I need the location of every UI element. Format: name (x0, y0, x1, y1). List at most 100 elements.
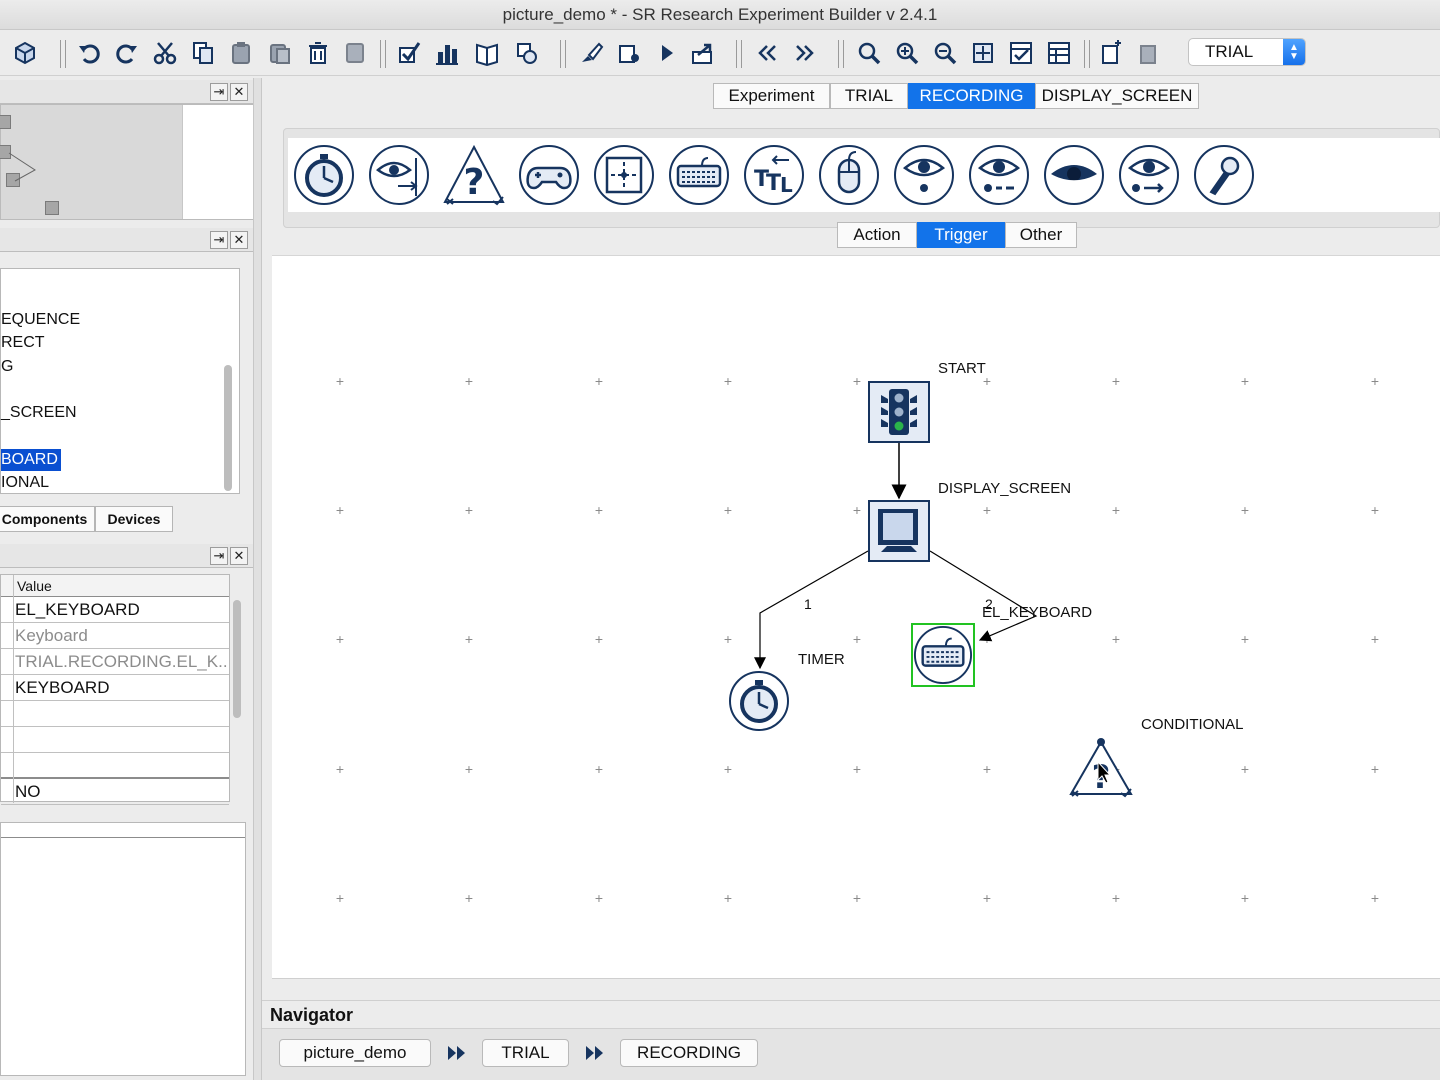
deploy-icon[interactable] (514, 40, 540, 66)
saccade-trigger-icon[interactable] (968, 144, 1030, 206)
node-conditional[interactable]: ? (1069, 736, 1133, 798)
node-timer[interactable] (728, 670, 790, 732)
grid-marker: + (852, 761, 862, 777)
node-start[interactable] (868, 381, 930, 443)
property-value[interactable] (1, 701, 229, 727)
tree-item-selected[interactable]: BOARD (1, 449, 61, 471)
palette-tab-other[interactable]: Other (1005, 222, 1077, 248)
property-value[interactable] (1, 753, 229, 779)
invisible-boundary-icon[interactable] (368, 144, 430, 206)
palette-tab-action[interactable]: Action (837, 222, 917, 248)
property-value[interactable]: EL_KEYBOARD (1, 597, 229, 623)
search-icon[interactable] (856, 40, 882, 66)
keyboard-trigger-icon[interactable] (668, 144, 730, 206)
ttl-grid-icon[interactable] (593, 144, 655, 206)
close-icon[interactable]: ✕ (230, 231, 248, 249)
chevron-updown-icon[interactable]: ▲▼ (1283, 39, 1305, 65)
tree-item[interactable]: EQUENCE (1, 311, 81, 328)
voice-key-icon[interactable] (1193, 144, 1255, 206)
paste-special-icon[interactable] (267, 40, 293, 66)
grid-marker: + (852, 373, 862, 389)
palette-tab-trigger[interactable]: Trigger (917, 222, 1005, 248)
dock-icon[interactable]: ⇥ (210, 231, 228, 249)
grid-marker: + (464, 761, 474, 777)
tree-item[interactable]: IONAL (1, 474, 50, 491)
tab-trial[interactable]: TRIAL (830, 83, 908, 109)
run-icon[interactable] (654, 40, 680, 66)
grid-marker: + (464, 631, 474, 647)
close-icon[interactable]: ✕ (230, 83, 248, 101)
grid-check-icon[interactable] (1008, 40, 1034, 66)
components-tree[interactable]: EQUENCE RECT G _SCREEN BOARD IONAL (0, 268, 240, 494)
eye-blink-icon[interactable] (1043, 144, 1105, 206)
package-icon[interactable] (12, 40, 38, 66)
overview-viewport[interactable] (182, 105, 253, 219)
fit-icon[interactable] (970, 40, 996, 66)
tab-recording[interactable]: RECORDING (908, 83, 1035, 109)
export-icon[interactable] (690, 40, 716, 66)
layout-icon[interactable] (1046, 40, 1072, 66)
breadcrumb-picture-demo[interactable]: picture_demo (279, 1039, 431, 1067)
previous-icon[interactable] (754, 40, 780, 66)
tab-devices[interactable]: Devices (95, 506, 173, 532)
fixation-trigger-icon[interactable] (893, 144, 955, 206)
dock-icon[interactable]: ⇥ (210, 547, 228, 565)
cedrus-gamepad-icon[interactable] (518, 144, 580, 206)
remove-node-icon[interactable] (1136, 40, 1162, 66)
svg-text:?: ? (464, 162, 485, 203)
node-el-keyboard[interactable] (911, 623, 975, 687)
dock-icon[interactable]: ⇥ (210, 83, 228, 101)
build-icon[interactable] (434, 40, 460, 66)
duplicate-icon[interactable] (343, 40, 369, 66)
conditional-trigger-icon[interactable]: ? (443, 144, 505, 206)
close-icon[interactable]: ✕ (230, 547, 248, 565)
breadcrumb-trial[interactable]: TRIAL (482, 1039, 569, 1067)
tree-item[interactable]: RECT (1, 334, 45, 351)
splitter[interactable] (253, 78, 262, 1080)
traffic-light-icon (868, 381, 930, 443)
property-value[interactable] (1, 727, 229, 753)
grid-marker: + (594, 890, 604, 906)
next-icon[interactable] (792, 40, 818, 66)
property-value[interactable]: TRIAL.RECORDING.EL_K... (1, 649, 229, 675)
navigator-title: Navigator (262, 1000, 1440, 1028)
property-value[interactable]: NO (1, 779, 229, 805)
new-node-icon[interactable] (1098, 40, 1124, 66)
check-icon[interactable] (396, 40, 422, 66)
property-value[interactable]: KEYBOARD (1, 675, 229, 701)
grid-marker: + (594, 761, 604, 777)
tab-components[interactable]: Components (0, 506, 95, 532)
double-arrow-icon (446, 1045, 468, 1061)
breadcrumb-recording[interactable]: RECORDING (620, 1039, 758, 1067)
node-display-screen[interactable] (868, 500, 930, 562)
tab-experiment[interactable]: Experiment (713, 83, 830, 109)
double-arrow-icon (584, 1045, 606, 1061)
delete-icon[interactable] (305, 40, 331, 66)
graph-canvas[interactable]: ++++++++++++++++++++++++++++++++++++++++… (272, 255, 1440, 979)
copy-icon[interactable] (190, 40, 216, 66)
zoom-out-icon[interactable] (932, 40, 958, 66)
components-scrollbar[interactable] (224, 365, 232, 491)
timer-trigger-icon[interactable] (293, 144, 355, 206)
properties-header: Value (1, 575, 229, 597)
grid-marker: + (723, 502, 733, 518)
tab-display-screen[interactable]: DISPLAY_SCREEN (1035, 83, 1199, 109)
library-icon[interactable] (474, 40, 500, 67)
sample-velocity-icon[interactable] (1118, 144, 1180, 206)
tree-item[interactable]: _SCREEN (1, 404, 77, 421)
property-value[interactable]: Keyboard (1, 623, 229, 649)
edit-brush-icon[interactable] (578, 40, 604, 66)
properties-scrollbar[interactable] (233, 600, 241, 718)
tree-item[interactable]: G (1, 358, 14, 375)
overview-panel[interactable] (0, 104, 253, 220)
redo-icon[interactable] (114, 40, 140, 66)
settings-icon[interactable] (616, 40, 642, 66)
undo-icon[interactable] (76, 40, 102, 66)
paste-icon[interactable] (228, 40, 254, 66)
zoom-in-icon[interactable] (894, 40, 920, 66)
sequence-select[interactable]: TRIAL ▲▼ (1188, 38, 1306, 66)
cut-icon[interactable] (152, 40, 178, 66)
grid-marker: + (852, 631, 862, 647)
mouse-trigger-icon[interactable] (818, 144, 880, 206)
